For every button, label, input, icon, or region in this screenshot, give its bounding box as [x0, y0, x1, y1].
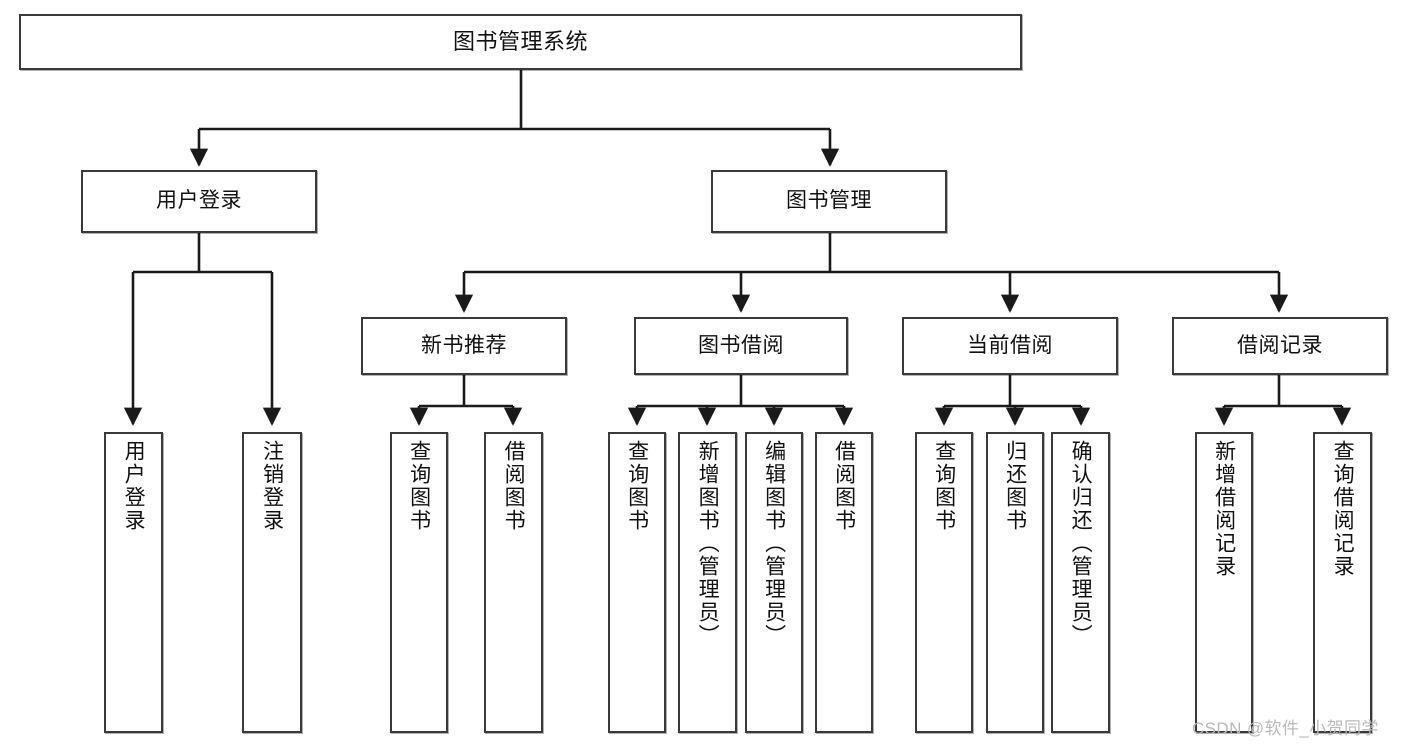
node-leaf-add-book-label: 新增图书（管理员） — [696, 440, 720, 647]
node-book-borrow-label: 图书借阅 — [698, 333, 784, 357]
node-leaf-return-book-label: 归还图书 — [1003, 440, 1027, 532]
node-leaf-query-book-1[interactable]: 查询图书 — [390, 432, 448, 733]
node-leaf-query-book-2-label: 查询图书 — [625, 440, 649, 532]
node-leaf-query-book-3-label: 查询图书 — [932, 440, 956, 532]
node-leaf-logout-login-label: 注销登录 — [260, 440, 284, 532]
node-leaf-user-login-label: 用户登录 — [122, 440, 146, 532]
node-leaf-query-book-3[interactable]: 查询图书 — [915, 432, 973, 733]
node-root[interactable]: 图书管理系统 — [19, 14, 1022, 70]
node-leaf-borrow-book-1[interactable]: 借阅图书 — [484, 432, 543, 733]
node-leaf-confirm-return-label: 确认归还（管理员） — [1069, 440, 1093, 647]
node-leaf-query-record-label: 查询借阅记录 — [1331, 440, 1355, 578]
node-book-manage[interactable]: 图书管理 — [711, 170, 947, 233]
node-leaf-logout-login[interactable]: 注销登录 — [242, 432, 302, 733]
node-root-label: 图书管理系统 — [452, 29, 588, 55]
node-leaf-confirm-return[interactable]: 确认归还（管理员） — [1051, 432, 1110, 733]
watermark: CSDN @软件_小贺同学 — [1192, 719, 1379, 738]
node-user-login[interactable]: 用户登录 — [81, 170, 317, 233]
node-leaf-query-book-1-label: 查询图书 — [407, 440, 431, 532]
node-leaf-edit-book-label: 编辑图书（管理员） — [762, 440, 786, 647]
node-book-borrow[interactable]: 图书借阅 — [634, 317, 848, 375]
node-current-borrow-label: 当前借阅 — [967, 333, 1053, 357]
node-borrow-record-label: 借阅记录 — [1237, 333, 1323, 357]
node-current-borrow[interactable]: 当前借阅 — [902, 317, 1118, 375]
node-borrow-record[interactable]: 借阅记录 — [1172, 317, 1388, 375]
node-leaf-add-book[interactable]: 新增图书（管理员） — [678, 432, 737, 733]
node-book-manage-label: 图书管理 — [786, 189, 872, 213]
node-leaf-add-record-label: 新增借阅记录 — [1212, 440, 1236, 578]
node-leaf-borrow-book-1-label: 借阅图书 — [502, 440, 526, 532]
node-new-book-recommend[interactable]: 新书推荐 — [361, 317, 567, 375]
node-user-login-label: 用户登录 — [156, 189, 242, 213]
node-leaf-edit-book[interactable]: 编辑图书（管理员） — [745, 432, 803, 733]
node-leaf-borrow-book-2-label: 借阅图书 — [832, 440, 856, 532]
node-leaf-add-record[interactable]: 新增借阅记录 — [1195, 432, 1253, 733]
node-leaf-query-book-2[interactable]: 查询图书 — [608, 432, 666, 733]
node-leaf-user-login[interactable]: 用户登录 — [104, 432, 163, 733]
node-new-book-recommend-label: 新书推荐 — [421, 333, 507, 357]
node-leaf-query-record[interactable]: 查询借阅记录 — [1313, 432, 1372, 733]
node-leaf-return-book[interactable]: 归还图书 — [986, 432, 1044, 733]
node-leaf-borrow-book-2[interactable]: 借阅图书 — [815, 432, 873, 733]
